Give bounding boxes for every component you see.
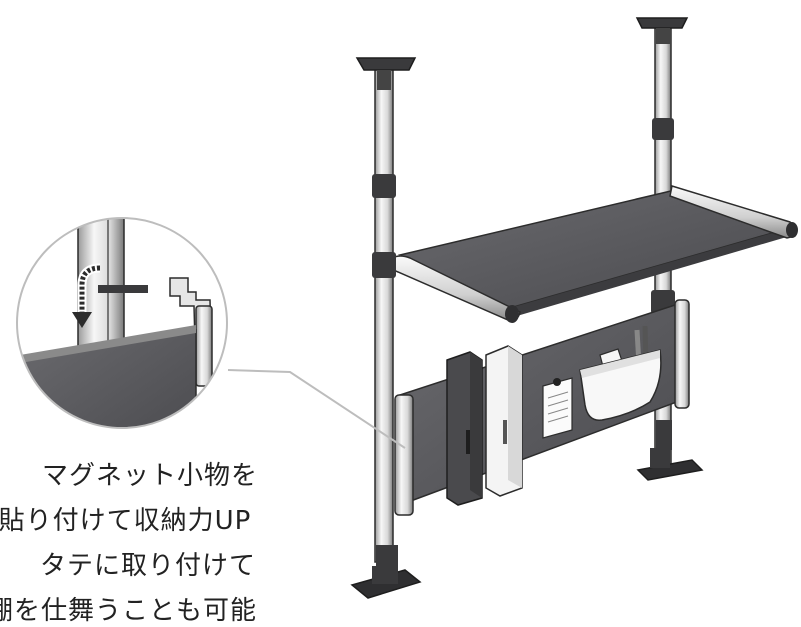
callout-line bbox=[227, 369, 406, 449]
magnet-pocket bbox=[579, 325, 662, 421]
caption-line-2: 貼り付けて収納力UP bbox=[0, 506, 252, 536]
file-box-white bbox=[485, 345, 523, 497]
left-pole bbox=[350, 57, 422, 599]
file-box-dark bbox=[446, 351, 483, 506]
upper-shelf bbox=[390, 185, 798, 323]
caption-line-4: 棚を仕舞うことも可能 bbox=[0, 596, 257, 626]
caption-line-1: マグネット小物を bbox=[41, 461, 258, 491]
detail-zoom-circle bbox=[16, 217, 228, 429]
memo-note bbox=[542, 377, 573, 439]
curved-arrow-down-icon bbox=[72, 263, 101, 328]
caption-line-3: タテに取り付けて bbox=[39, 551, 256, 581]
